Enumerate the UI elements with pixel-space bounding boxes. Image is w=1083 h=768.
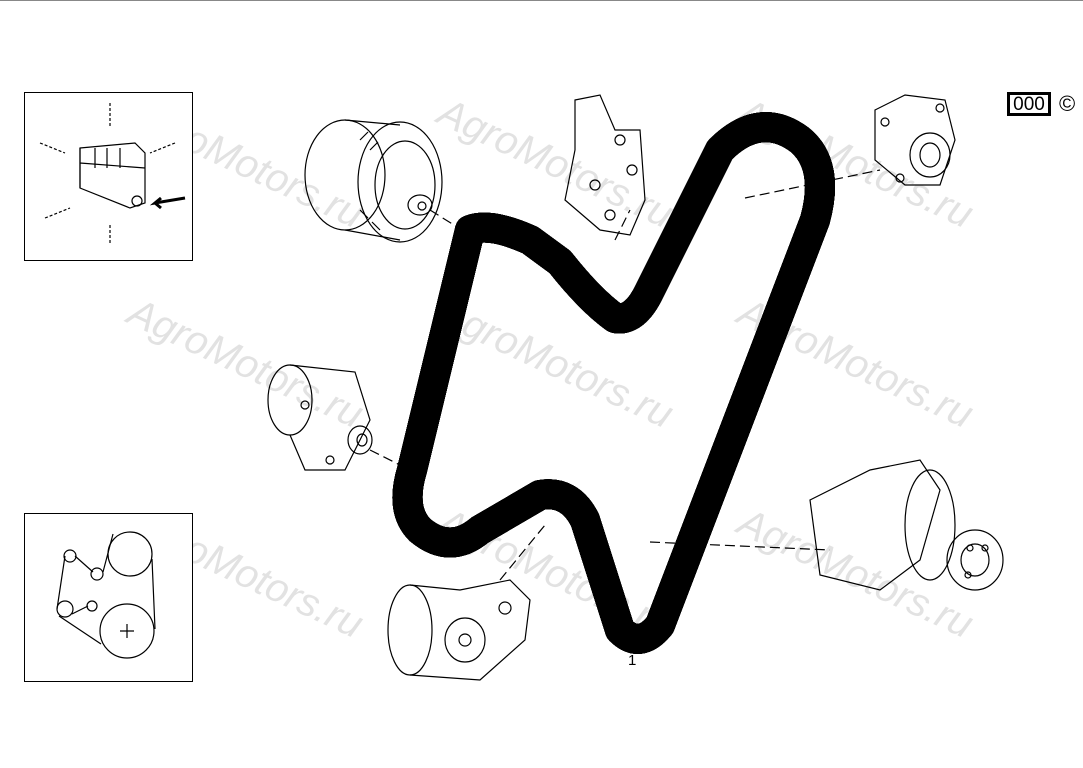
code-label: 000 bbox=[1007, 92, 1051, 116]
inset-orientation bbox=[24, 92, 193, 261]
alternator bbox=[304, 119, 443, 243]
callout-1: 1 bbox=[628, 652, 637, 669]
leader-lines bbox=[369, 169, 881, 581]
top-border bbox=[0, 0, 1083, 1]
crankshaft-pulley bbox=[809, 459, 1004, 591]
engine-orientation-icon bbox=[39, 103, 186, 243]
water-pump bbox=[267, 364, 373, 471]
belt-tensioner bbox=[387, 579, 531, 681]
drive-belt bbox=[408, 127, 821, 639]
mounting-bracket bbox=[564, 94, 646, 236]
idler-pulley-top bbox=[874, 94, 956, 186]
copyright-icon: © bbox=[1059, 91, 1076, 116]
belt-routing-icon bbox=[56, 531, 156, 659]
inset-belt-routing bbox=[24, 513, 193, 682]
